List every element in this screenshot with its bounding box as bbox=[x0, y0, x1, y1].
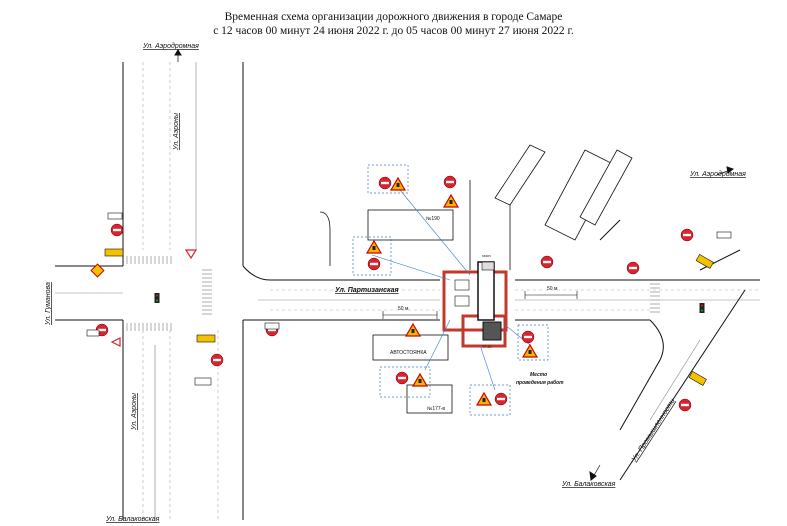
road-works-sign-icon bbox=[405, 323, 421, 337]
road-works-sign-icon bbox=[412, 373, 428, 387]
street-label-aerov-upper: Ул. Аэроны bbox=[173, 112, 180, 151]
distance-arrows bbox=[382, 291, 578, 319]
road-side-streets bbox=[319, 180, 746, 481]
road-works-sign-icon bbox=[476, 392, 492, 406]
gazon-label: газон bbox=[482, 254, 491, 258]
building-number-177: №177-в bbox=[427, 406, 445, 412]
road-aerov bbox=[122, 62, 244, 520]
street-label-promyshlennosti: Ул. Промышленности bbox=[630, 398, 676, 464]
priority-road-sign-icon bbox=[90, 263, 105, 278]
ty-label: ТУ-20 bbox=[482, 345, 491, 349]
distance-plates bbox=[86, 212, 732, 386]
parking-label: АВТОСТОЯНКА bbox=[390, 350, 427, 356]
buildings bbox=[367, 144, 633, 414]
road-works-sign-icon bbox=[522, 344, 538, 358]
traffic-light-icon bbox=[154, 293, 160, 303]
traffic-light-icon bbox=[699, 303, 705, 313]
no-entry-sign-icon bbox=[367, 257, 381, 271]
arrow-icon bbox=[174, 49, 735, 481]
crosswalks bbox=[126, 256, 660, 331]
yellow-detour-plates bbox=[104, 248, 714, 386]
work-zone bbox=[442, 261, 508, 348]
street-label-aerodromnaya-right: Ул. Аэродромная bbox=[689, 170, 746, 178]
callout-boxes bbox=[352, 164, 549, 416]
distance-label-left: 50 м bbox=[398, 306, 409, 312]
no-entry-sign-icon bbox=[521, 330, 535, 344]
street-label-gubanova: Ул. Гуманова bbox=[45, 282, 52, 326]
road-works-sign-icon bbox=[390, 177, 406, 191]
street-label-balakovskaya-right: Ул. Балаковская bbox=[561, 481, 616, 488]
map-title-line-2: с 12 часов 00 минут 24 июня 2022 г. до 0… bbox=[213, 25, 574, 37]
road-works-sign-icon bbox=[366, 240, 382, 254]
leader-lines bbox=[371, 189, 531, 391]
no-entry-sign-icon bbox=[626, 261, 640, 275]
road-partizanskaya bbox=[55, 265, 760, 321]
street-label-aerov-lower: Ул. Аэроны bbox=[131, 392, 138, 431]
no-entry-sign-icon bbox=[540, 255, 554, 269]
work-site-label-line-1: Место bbox=[530, 372, 547, 378]
road-works-sign-icon bbox=[443, 194, 459, 208]
no-entry-sign-icon bbox=[210, 353, 224, 367]
no-entry-sign-icon bbox=[494, 392, 508, 406]
work-site-label-line-2: проведения работ bbox=[516, 379, 564, 386]
street-label-balakovskaya-left: Ул. Балаковская bbox=[105, 516, 160, 523]
no-entry-sign-icon bbox=[110, 223, 124, 237]
street-label-aerodromnaya-top: Ул. Аэродромная bbox=[142, 42, 199, 50]
no-entry-sign-icon bbox=[680, 228, 694, 242]
street-label-partizanskaya: Ул. Партизанская bbox=[335, 287, 399, 294]
map-title-line-1: Временная схема организации дорожного дв… bbox=[224, 11, 563, 23]
yield-sign-icon bbox=[110, 249, 198, 347]
no-entry-sign-icon bbox=[678, 398, 692, 412]
distance-label-right: 50 м bbox=[547, 286, 558, 292]
no-entry-sign-icon bbox=[378, 176, 392, 190]
building-number-190: №190 bbox=[426, 216, 440, 222]
no-entry-sign-icon bbox=[443, 175, 457, 189]
no-entry-sign-icon bbox=[395, 371, 409, 385]
